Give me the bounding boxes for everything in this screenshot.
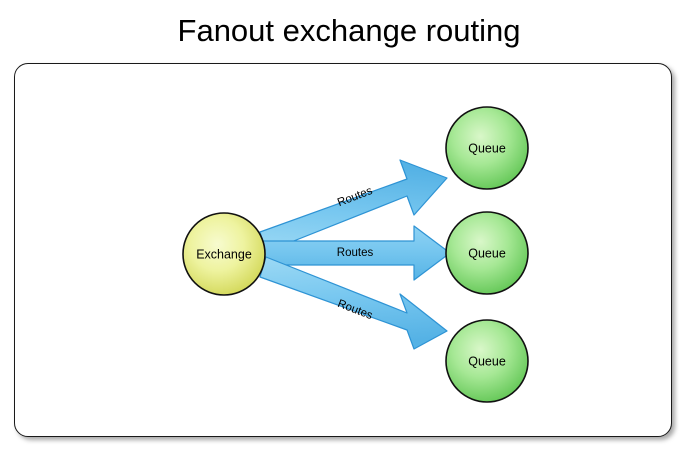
node-queue-bottom[interactable]: Queue: [445, 319, 529, 403]
page-title: Fanout exchange routing: [177, 13, 521, 48]
exchange-label: Exchange: [196, 247, 252, 261]
edge-middle-label: Routes: [337, 247, 374, 259]
queue-bottom-label: Queue: [468, 354, 506, 368]
node-queue-middle[interactable]: Queue: [445, 211, 529, 295]
node-exchange[interactable]: Exchange: [182, 212, 266, 296]
queue-middle-label: Queue: [468, 246, 506, 260]
node-queue-top[interactable]: Queue: [445, 106, 529, 190]
queue-top-circle[interactable]: [445, 106, 529, 190]
queue-middle-circle[interactable]: [445, 211, 529, 295]
exchange-circle[interactable]: [182, 212, 266, 296]
queue-bottom-circle[interactable]: [445, 319, 529, 403]
queue-top-label: Queue: [468, 141, 506, 155]
arrow-shape: [259, 256, 448, 350]
edge-bottom-arrow: [259, 256, 448, 350]
